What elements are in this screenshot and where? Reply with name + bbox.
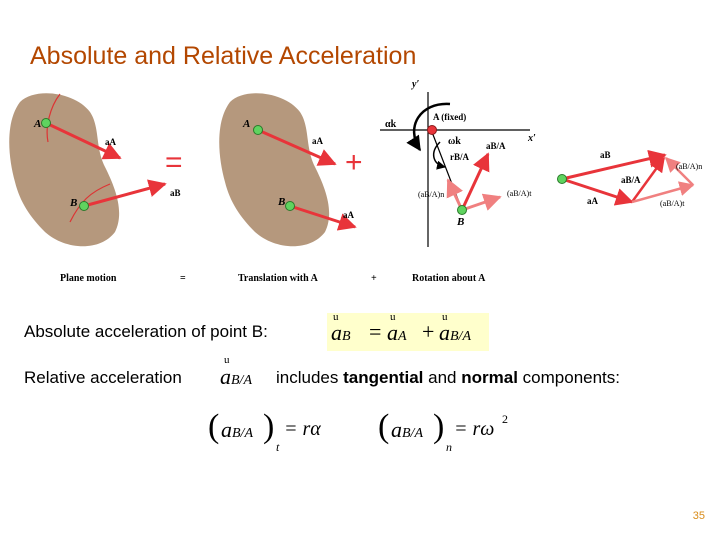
eq-plus: + (422, 319, 435, 344)
eq-equals: = (369, 319, 382, 344)
eq-n-lhs: aB/A (391, 417, 423, 442)
vec-mark-1: u (333, 311, 339, 323)
eq-aBA: aB/A (439, 320, 471, 345)
slide-title: Absolute and Relative Acceleration (30, 42, 417, 70)
accel-arrow-aBA-t (461, 193, 502, 212)
alpha-arc (406, 102, 451, 152)
caption-equals: = (180, 273, 186, 284)
eq-aB: aB (331, 320, 351, 345)
vector-aB (561, 149, 667, 181)
eq-t-rhs: = rα (284, 418, 321, 440)
paren-open-t: ( (208, 408, 220, 445)
label-aBA-n: (aB/A)n (418, 190, 444, 199)
absolute-accel-text: Absolute acceleration of point B: (24, 322, 268, 341)
caption-plus: + (371, 273, 377, 284)
paren-close-n: ) (433, 408, 445, 445)
rigid-body-1 (9, 93, 120, 247)
label-B-3: B (456, 216, 464, 228)
label-aBA-t-4: (aB/A)t (660, 199, 685, 208)
label-A-1: A (33, 118, 41, 130)
panel-plane-motion: A B aA aB (9, 93, 181, 247)
caption-rotation: Rotation about A (412, 273, 486, 284)
vector-aBA-t (631, 181, 695, 204)
vec-mark-4: u (224, 354, 230, 366)
vec-mark-3: u (442, 311, 448, 323)
eq-aBA-rel: aB/A (220, 364, 252, 389)
path-curve-A (46, 93, 61, 143)
point-A-3 (427, 125, 437, 135)
panel-vector-diagram: aB aA aB/A (aB/A)n (aB/A)t (557, 149, 702, 208)
vector-aA (561, 177, 634, 206)
point-B-1 (79, 201, 89, 211)
label-aA-1: aA (105, 137, 117, 147)
label-aBA-t: (aB/A)t (507, 189, 532, 198)
label-alpha-k: αk (385, 119, 397, 130)
eq-aA: aA (387, 320, 407, 345)
rel-accel-symbol: u aB/A (212, 354, 268, 394)
caption-translation: Translation with A (238, 273, 319, 284)
word-tangential: tangential (343, 368, 424, 387)
eq-t-lhs: aB/A (221, 417, 253, 442)
tangential-equation: ( aB/A ) t = rα (208, 408, 348, 458)
point-A-2 (253, 125, 263, 135)
main-equation-box: u aB = u aA + u aB/A (327, 311, 489, 351)
point-B-3 (457, 205, 467, 215)
relative-accel-prefix: Relative acceleration (24, 368, 182, 387)
eq-n-exponent: 2 (502, 412, 508, 426)
label-B-1: B (69, 197, 77, 209)
rigid-body-2 (219, 93, 330, 247)
path-curve-B (69, 183, 111, 223)
word-normal: normal (461, 368, 518, 387)
label-aB-1: aB (170, 188, 181, 198)
label-A-fixed: A (fixed) (433, 112, 466, 122)
eq-t-subscript: t (276, 440, 280, 454)
accel-arrow-aBA (460, 152, 490, 211)
accel-arrow-aA-at-B (289, 204, 357, 231)
label-aB-4: aB (600, 150, 611, 160)
paren-open-n: ( (378, 408, 390, 445)
label-aBA: aB/A (486, 141, 506, 151)
point-B-2 (285, 201, 295, 211)
point-B-4 (557, 174, 567, 184)
panel-rotation: y′ x′ αk ωk A (fixed) rB/A aB/A (aB/A)n … (380, 79, 536, 247)
eq-n-rhs: = rω (454, 418, 495, 440)
normal-equation: ( aB/A ) n = rω 2 (378, 408, 528, 458)
label-aA-3: aA (343, 210, 355, 220)
relative-accel-description: includes tangential and normal component… (276, 368, 621, 387)
kinematics-figure: A B aA aB = A B aA aA + y′ x′ αk (0, 72, 720, 292)
label-x-axis: x′ (527, 133, 536, 144)
label-B-2: B (277, 196, 285, 208)
label-aA-2: aA (312, 136, 324, 146)
label-aBA-4: aB/A (621, 175, 641, 185)
vector-aBA-n (664, 156, 694, 186)
accel-arrow-aB-1 (83, 179, 167, 208)
big-equals: = (165, 146, 183, 179)
label-A-2: A (242, 118, 250, 130)
eq-n-subscript: n (446, 440, 452, 454)
label-aA-4: aA (587, 196, 599, 206)
label-y-axis: y′ (411, 79, 419, 90)
label-rBA: rB/A (450, 152, 469, 162)
point-A-1 (41, 118, 51, 128)
paren-close-t: ) (263, 408, 275, 445)
omega-arc (433, 141, 446, 170)
panel-translation: A B aA aA (219, 93, 357, 247)
label-aBA-n-4: (aB/A)n (676, 162, 702, 171)
caption-plane-motion: Plane motion (60, 273, 117, 284)
accel-arrow-aA-2 (257, 128, 337, 166)
vector-aBA (630, 156, 666, 203)
accel-arrow-aBA-n (446, 178, 464, 211)
figure-svg: A B aA aB = A B aA aA + y′ x′ αk (9, 79, 702, 284)
vec-mark-2: u (390, 311, 396, 323)
big-plus: + (345, 146, 363, 179)
label-omega-k: ωk (448, 136, 461, 147)
page-number: 35 (692, 510, 705, 522)
accel-arrow-aA-1 (45, 121, 122, 160)
